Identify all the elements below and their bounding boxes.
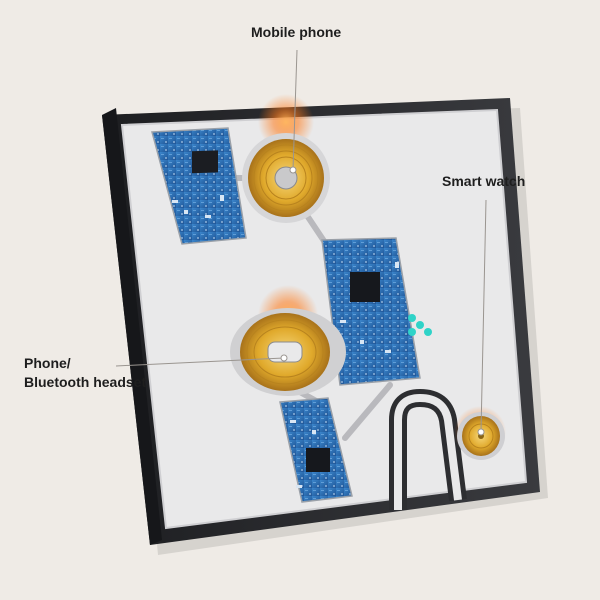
label-phone-bluetooth-line2: Bluetooth headset xyxy=(24,374,147,390)
leader-phone-bluetooth xyxy=(115,357,285,367)
label-phone-bluetooth: Phone/ Bluetooth headset xyxy=(24,354,146,392)
device-edge xyxy=(102,108,162,545)
ic-chip-small xyxy=(306,448,330,472)
device-panel-rim xyxy=(120,108,528,530)
leader-smart-watch xyxy=(480,199,487,433)
coil-mobile-phone xyxy=(242,94,330,223)
coil-phone-bluetooth xyxy=(230,285,346,396)
pcb-top-left xyxy=(151,127,247,245)
label-mobile-phone: Mobile phone xyxy=(251,24,342,40)
label-phone-bluetooth-line1: Phone/ xyxy=(24,355,71,371)
leader-mobile-phone xyxy=(292,49,298,171)
coil-smart-watch xyxy=(454,406,506,460)
ic-chip xyxy=(192,150,218,174)
pcb-bottom-left xyxy=(279,397,353,503)
leader-lines xyxy=(115,49,487,436)
label-smart-watch: Smart watch xyxy=(442,173,526,189)
phone-stand-slot xyxy=(389,389,467,510)
pcb-middle xyxy=(321,237,432,386)
ic-chip-main xyxy=(350,272,380,302)
